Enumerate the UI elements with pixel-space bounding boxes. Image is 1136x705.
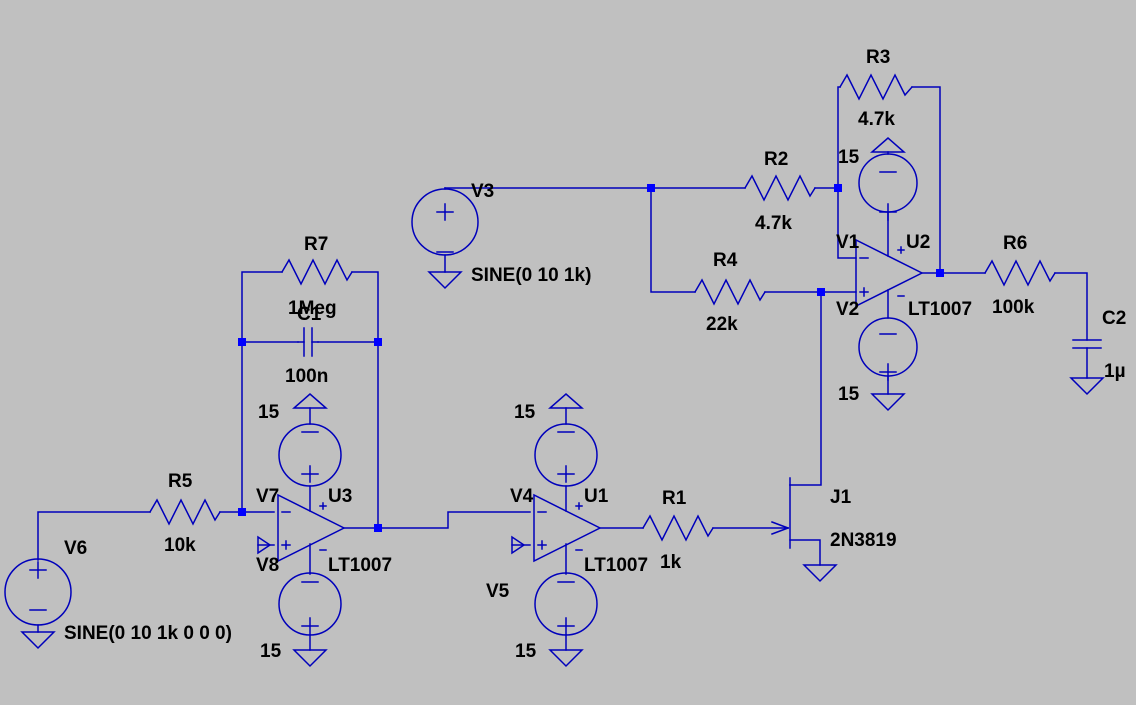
label-v5-ref: V5 xyxy=(486,581,510,602)
voltage-source-v7[interactable] xyxy=(278,393,342,487)
label-v1-ref: V1 xyxy=(836,232,860,253)
label-v7-ref: V7 xyxy=(256,486,279,507)
label-v6-value: SINE(0 10 1k 0 0 0) xyxy=(64,623,232,644)
label-u2-ref: U2 xyxy=(906,232,930,253)
voltage-source-v3[interactable] xyxy=(411,187,479,273)
component-labels: R3 4.7k R2 4.7k R4 22k R6 100k C2 1µ 15 … xyxy=(64,47,1126,662)
label-r1-ref: R1 xyxy=(662,488,687,509)
label-r3-ref: R3 xyxy=(866,47,890,68)
resistor-r6[interactable] xyxy=(983,259,1057,287)
voltage-source-v2[interactable] xyxy=(858,317,918,395)
label-r4-value: 22k xyxy=(706,314,738,335)
label-r4-ref: R4 xyxy=(713,250,738,271)
label-j1-ref: J1 xyxy=(830,487,852,508)
label-c1-value: 100n xyxy=(285,366,328,387)
label-u3-value: LT1007 xyxy=(328,555,392,576)
junctions xyxy=(238,184,944,532)
label-v1-value: 15 xyxy=(838,147,860,168)
label-c2-value: 1µ xyxy=(1104,361,1126,382)
ground-symbols xyxy=(20,271,1105,668)
label-v4-ref: V4 xyxy=(510,486,534,507)
label-u3-ref: U3 xyxy=(328,486,352,507)
label-u1-value: LT1007 xyxy=(584,555,648,576)
label-v2-ref: V2 xyxy=(836,299,859,320)
label-v6-ref: V6 xyxy=(64,538,87,559)
label-c1-ref: C1 xyxy=(297,304,322,325)
label-c2-ref: C2 xyxy=(1102,308,1126,329)
label-v4-value: 15 xyxy=(514,402,536,423)
label-r2-ref: R2 xyxy=(764,149,788,170)
resistor-r4[interactable] xyxy=(693,278,767,306)
label-r7-value: 1Meg xyxy=(288,298,337,319)
label-j1-value: 2N3819 xyxy=(830,530,897,551)
label-v2-value: 15 xyxy=(838,384,860,405)
opamp-u1[interactable] xyxy=(533,485,602,575)
label-v3-ref: V3 xyxy=(471,181,494,202)
label-r6-ref: R6 xyxy=(1003,233,1027,254)
capacitor-c1[interactable] xyxy=(297,327,319,357)
label-v5-value: 15 xyxy=(515,641,537,662)
voltage-source-v5[interactable] xyxy=(534,572,598,651)
resistor-r7[interactable] xyxy=(280,258,354,286)
label-u2-value: LT1007 xyxy=(908,299,972,320)
label-r1-value: 1k xyxy=(660,552,682,573)
resistor-r3[interactable] xyxy=(838,73,914,101)
label-v7-value: 15 xyxy=(258,402,280,423)
voltage-source-v8[interactable] xyxy=(278,572,342,651)
label-r7-ref: R7 xyxy=(304,234,328,255)
voltage-source-v6[interactable] xyxy=(4,558,72,633)
wires xyxy=(37,86,1088,566)
resistor-r1[interactable] xyxy=(641,514,715,542)
label-r5-value: 10k xyxy=(164,535,196,556)
label-r5-ref: R5 xyxy=(168,471,193,492)
voltage-source-v4[interactable] xyxy=(534,393,598,487)
resistor-r2[interactable] xyxy=(743,174,817,202)
jfet-j1[interactable] xyxy=(771,477,791,549)
label-r2-value: 4.7k xyxy=(755,213,792,234)
voltage-source-v1[interactable] xyxy=(858,137,918,221)
capacitor-c2[interactable] xyxy=(1072,339,1102,379)
resistor-r5[interactable] xyxy=(148,498,222,526)
opamp-u3[interactable] xyxy=(277,485,346,575)
label-v8-ref: V8 xyxy=(256,555,279,576)
label-r3-value: 4.7k xyxy=(858,109,895,130)
label-v8-value: 15 xyxy=(260,641,282,662)
label-v3-value: SINE(0 10 1k) xyxy=(471,265,591,286)
label-r6-value: 100k xyxy=(992,297,1035,318)
label-u1-ref: U1 xyxy=(584,486,609,507)
